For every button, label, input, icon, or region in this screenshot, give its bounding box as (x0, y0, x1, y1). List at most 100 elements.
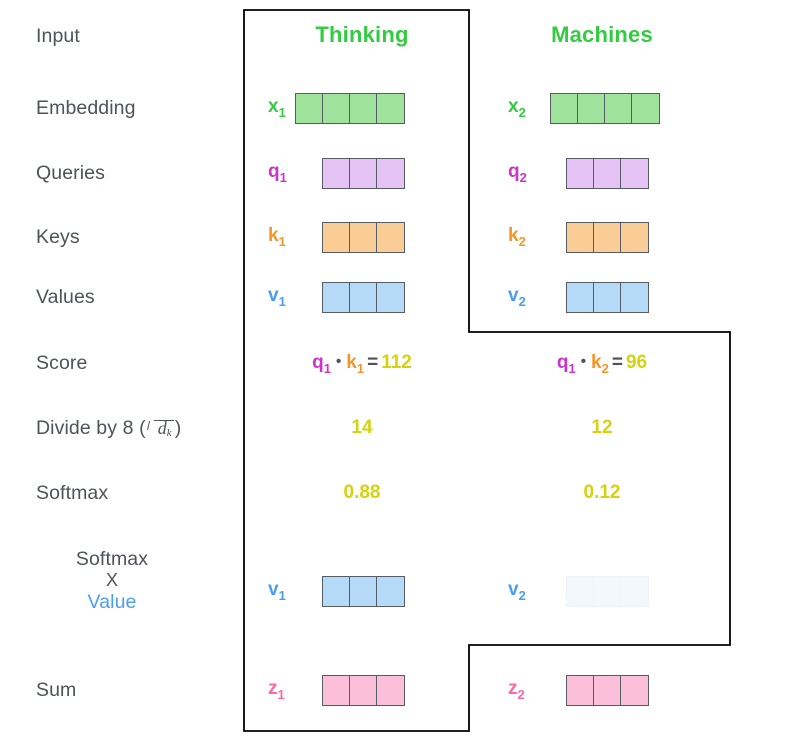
vector-tag-x2: x2 (508, 96, 526, 120)
vector-row-weighted-value-2: v2 (484, 576, 720, 607)
softmax-value-1: 0.88 (343, 482, 381, 503)
cell (621, 577, 648, 606)
cell (605, 94, 632, 123)
row-label-softmax: Softmax (36, 482, 109, 504)
vector-row-weighted-value-1: v1 (244, 576, 480, 607)
cell (323, 577, 350, 606)
cell (621, 159, 648, 188)
score-q-term: q1 (312, 352, 331, 376)
cell (350, 283, 377, 312)
vector-row-key-2: k2 (484, 222, 720, 253)
cell (567, 223, 594, 252)
vector-cells-weighted-v1 (322, 576, 405, 607)
cell (551, 94, 578, 123)
vector-row-sum-1: z1 (244, 675, 480, 706)
vector-cells-z1 (322, 675, 405, 706)
cell (377, 223, 404, 252)
cell (594, 159, 621, 188)
vector-row-sum-2: z2 (484, 675, 720, 706)
vector-cells-k1 (322, 222, 405, 253)
score-q-sub: 1 (323, 360, 331, 376)
score-k-term: k1 (346, 352, 365, 376)
vector-tag-weighted-v1-sub: 1 (278, 587, 286, 603)
softmax-line-3: Value (87, 591, 137, 614)
column-thinking: Thinking x1 q1 k1 (244, 0, 484, 747)
cell (323, 223, 350, 252)
row-label-input: Input (36, 25, 80, 47)
score-equals: = (611, 352, 623, 373)
row-label-queries: Queries (36, 162, 105, 184)
row-label-softmax-times-value: Softmax X Value (14, 548, 210, 614)
vector-tag-k2: k2 (508, 225, 526, 249)
vector-tag-z2-sub: 2 (517, 686, 525, 702)
score-q-sub: 1 (568, 360, 576, 376)
vector-row-key-1: k1 (244, 222, 480, 253)
divided-value-1: 14 (351, 417, 373, 438)
vector-tag-z1: z1 (268, 678, 285, 702)
column-title-thinking: Thinking (315, 22, 409, 47)
vector-tag-v1-sub: 1 (278, 293, 286, 309)
column-title-machines: Machines (551, 22, 653, 47)
cell (621, 283, 648, 312)
vector-tag-z2: z2 (508, 678, 525, 702)
score-equals: = (367, 352, 379, 373)
vector-cells-v1 (322, 282, 405, 313)
vector-row-value-2: v2 (484, 282, 720, 313)
vector-cells-weighted-v2 (566, 576, 649, 607)
vector-tag-k2-sub: 2 (518, 233, 526, 249)
score-expression-1: q1 •k1=112 (244, 352, 480, 376)
sqrt-dk-icon: dk (147, 418, 174, 440)
cell (594, 676, 621, 705)
vector-tag-z1-sub: 1 (277, 686, 285, 702)
cell (350, 676, 377, 705)
vector-cells-v2 (566, 282, 649, 313)
vector-tag-v2-sub: 2 (518, 293, 526, 309)
vector-row-embedding-2: x2 (484, 93, 720, 124)
cell (323, 94, 350, 123)
cell (578, 94, 605, 123)
vector-cells-q2 (566, 158, 649, 189)
vector-tag-x1-sub: 1 (278, 104, 286, 120)
vector-tag-weighted-v2-sub: 2 (518, 587, 526, 603)
dot-product-icon: • (580, 353, 587, 370)
cell (377, 283, 404, 312)
softmax-value-2: 0.12 (583, 482, 621, 503)
vector-tag-k1-sub: 1 (278, 233, 286, 249)
sqrt-variable: d (157, 418, 167, 438)
vector-tag-q1: q1 (268, 161, 287, 185)
cell (621, 223, 648, 252)
cell (594, 223, 621, 252)
cell (567, 283, 594, 312)
vector-tag-x1: x1 (268, 96, 286, 120)
vector-row-embedding-1: x1 (244, 93, 480, 124)
score-q-term: q1 (556, 352, 576, 376)
score-k-term: k2 (591, 352, 609, 376)
score-k-sub: 1 (356, 360, 365, 376)
vector-tag-weighted-v1: v1 (268, 579, 286, 603)
cell (567, 159, 594, 188)
cell (377, 577, 404, 606)
divided-value-2: 12 (591, 417, 613, 438)
row-label-divide-by-8: Divide by 8 (dk) (0, 417, 232, 440)
softmax-line-1: Softmax (75, 548, 149, 570)
vector-cells-x1 (295, 93, 405, 124)
vector-cells-q1 (322, 158, 405, 189)
cell (377, 159, 404, 188)
vector-row-value-1: v1 (244, 282, 480, 313)
row-label-keys: Keys (36, 226, 80, 248)
cell (323, 676, 350, 705)
cell (567, 577, 594, 606)
score-result: 112 (381, 352, 412, 373)
vector-cells-z2 (566, 675, 649, 706)
vector-cells-x2 (550, 93, 660, 124)
column-machines: Machines x2 q2 k2 (484, 0, 724, 747)
cell (632, 94, 659, 123)
vector-tag-v2: v2 (508, 285, 526, 309)
softmax-line-2: X (105, 570, 119, 591)
cell (567, 676, 594, 705)
divide-prefix: Divide by 8 ( (36, 417, 146, 439)
cell (350, 223, 377, 252)
dot-product-icon: • (336, 353, 342, 370)
vector-tag-weighted-v2: v2 (508, 579, 526, 603)
score-expression-2: q1•k2=96 (484, 352, 720, 376)
